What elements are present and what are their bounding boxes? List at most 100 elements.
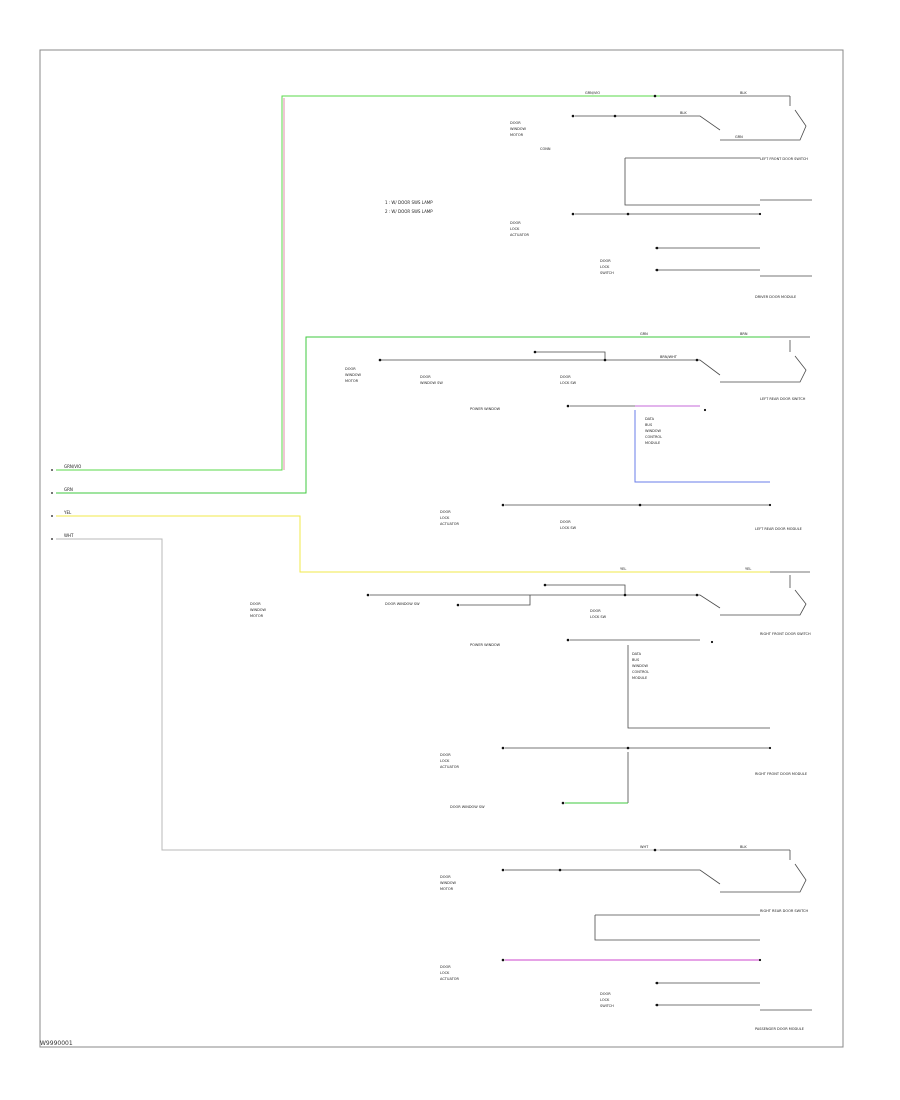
- diagram-code: W9990001: [40, 1040, 73, 1047]
- s3-label: DOOR: [440, 753, 451, 757]
- s1-label: LOCK: [510, 227, 520, 231]
- s4-label: LOCK: [440, 971, 450, 975]
- s4-label: DOOR: [600, 992, 611, 996]
- s2-wire: [535, 351, 606, 360]
- s4-wirelabel: BLK: [740, 845, 747, 849]
- s2-label: MOTOR: [345, 379, 359, 383]
- s1-wire: [575, 115, 721, 131]
- s2-connector: [695, 358, 699, 362]
- s2-connector: [703, 408, 707, 412]
- s1-connector: [655, 268, 659, 272]
- s3-label: DOOR: [590, 609, 601, 613]
- s2-label: POWER WINDOW: [470, 407, 501, 411]
- s2-connector: [603, 358, 607, 362]
- s2-wire: [720, 355, 807, 383]
- s3-connector: [566, 638, 570, 642]
- s1-label: WINDOW: [510, 127, 527, 131]
- wire-c1-trunk: [56, 95, 660, 471]
- trunk-wires: [56, 95, 770, 851]
- s1-connector: [653, 94, 657, 98]
- s4-connector: [655, 981, 659, 985]
- s1-connector: [571, 212, 575, 216]
- s2-label: ACTUATOR: [440, 522, 459, 526]
- s4-label: DOOR: [440, 965, 451, 969]
- s2-label: WINDOW: [345, 373, 362, 377]
- trunk-label-c1: GRN/VIO: [64, 464, 81, 469]
- s1-connector: [655, 246, 659, 250]
- legend: 1 : W/ DOOR SWS LAMP 2 : W/ DOOR SWS LAM…: [385, 200, 433, 214]
- s3-label: MODULE: [632, 676, 647, 680]
- s2-label: DOOR: [440, 510, 451, 514]
- s1-wirelabel: BLK: [740, 91, 747, 95]
- rr-door-module-label: PASSENGER DOOR MODULE: [755, 1027, 804, 1031]
- lr-door-switch-label: LEFT REAR DOOR SWITCH: [760, 397, 806, 401]
- s2-wire: [380, 359, 721, 376]
- s2-label: WINDOW SW: [420, 381, 443, 385]
- s3-label: DOOR WINDOW SW: [385, 602, 420, 606]
- s1-wire: [720, 109, 807, 141]
- s1-label: SWITCH: [600, 271, 614, 275]
- s3-connector: [710, 640, 714, 644]
- s3-connector: [561, 801, 565, 805]
- lr-door-module-label: LEFT REAR DOOR MODULE: [755, 527, 802, 531]
- s3-label: WINDOW: [250, 608, 267, 612]
- s2-connector: [638, 503, 642, 507]
- s4-label: SWITCH: [600, 1004, 614, 1008]
- s2-connector: [566, 404, 570, 408]
- diagram-frame: [39, 49, 844, 1048]
- s4-wire: [594, 915, 760, 941]
- s3-label: DATA: [632, 652, 642, 656]
- legend-line-2: 2 : W/ DOOR SWS LAMP: [385, 209, 433, 214]
- s2-label: LOCK: [440, 516, 450, 520]
- s3-wirelabel: YEL: [745, 567, 751, 571]
- s2-connector: [501, 503, 505, 507]
- s2-label: DOOR: [420, 375, 431, 379]
- section-left-rear: DOOR WINDOW MOTOR DOOR WINDOW SW DOOR LO…: [345, 332, 810, 531]
- s3-label: CONTROL: [632, 670, 649, 674]
- s1-wire: [624, 158, 760, 206]
- rr-door-switch-label: RIGHT REAR DOOR SWITCH: [760, 909, 808, 913]
- s3-label: LOCK SW: [590, 615, 607, 619]
- s1-label: MOTOR: [510, 133, 524, 137]
- s1-connector: [613, 114, 617, 118]
- section-left-front: DOOR WINDOW MOTOR CONN GRN/VIO BLK BLK G…: [510, 91, 812, 299]
- s3-wire: [627, 645, 770, 729]
- lf-door-switch-label: LEFT FRONT DOOR SWITCH: [760, 157, 808, 161]
- s4-label: ACTUATOR: [440, 977, 459, 981]
- s3-label: BUS: [632, 658, 640, 662]
- s4-connector: [655, 1003, 659, 1007]
- s1-connector: [626, 212, 630, 216]
- section-right-rear: DOOR WINDOW MOTOR WHT BLK RIGHT REAR DOO…: [440, 845, 812, 1031]
- trunk-label-c2: GRN: [64, 487, 73, 492]
- lf-door-module-label: DRIVER DOOR MODULE: [755, 295, 796, 299]
- s4-label: LOCK: [600, 998, 610, 1002]
- legend-line-1: 1 : W/ DOOR SWS LAMP: [385, 200, 433, 205]
- rf-door-module-label: RIGHT FRONT DOOR MODULE: [755, 772, 807, 776]
- s1-label: DOOR: [510, 221, 521, 225]
- trunk-labels: GRN/VIO GRN YEL WHT: [51, 464, 81, 540]
- s3-connector: [623, 593, 627, 597]
- s2-label: DOOR: [345, 367, 356, 371]
- s2-label: DATA: [645, 417, 655, 421]
- s3-label: MOTOR: [250, 614, 264, 618]
- s4-label: DOOR: [440, 875, 451, 879]
- s4-label: WINDOW: [440, 881, 457, 885]
- wire-c3-trunk: [56, 515, 770, 573]
- s2-wirelabel: BRN: [740, 332, 748, 336]
- s4-connector: [558, 868, 562, 872]
- rf-door-switch-label: RIGHT FRONT DOOR SWITCH: [760, 632, 811, 636]
- s2-label: DOOR: [560, 375, 571, 379]
- s2-label: LOCK SW: [560, 526, 577, 530]
- s2-wirelabel: BRN/WHT: [660, 355, 678, 359]
- s2-wirelabel: GRN: [640, 332, 648, 336]
- s4-connector: [501, 868, 505, 872]
- s2-connector: [378, 358, 382, 362]
- s4-connector: [501, 958, 505, 962]
- s3-connector: [626, 746, 630, 750]
- trunk-terminal-2: [51, 492, 53, 494]
- wire-c2-trunk: [56, 336, 770, 494]
- s2-wire-blue: [634, 410, 770, 483]
- s3-connector: [366, 593, 370, 597]
- s1-wirelabel: GRN/VIO: [585, 91, 600, 95]
